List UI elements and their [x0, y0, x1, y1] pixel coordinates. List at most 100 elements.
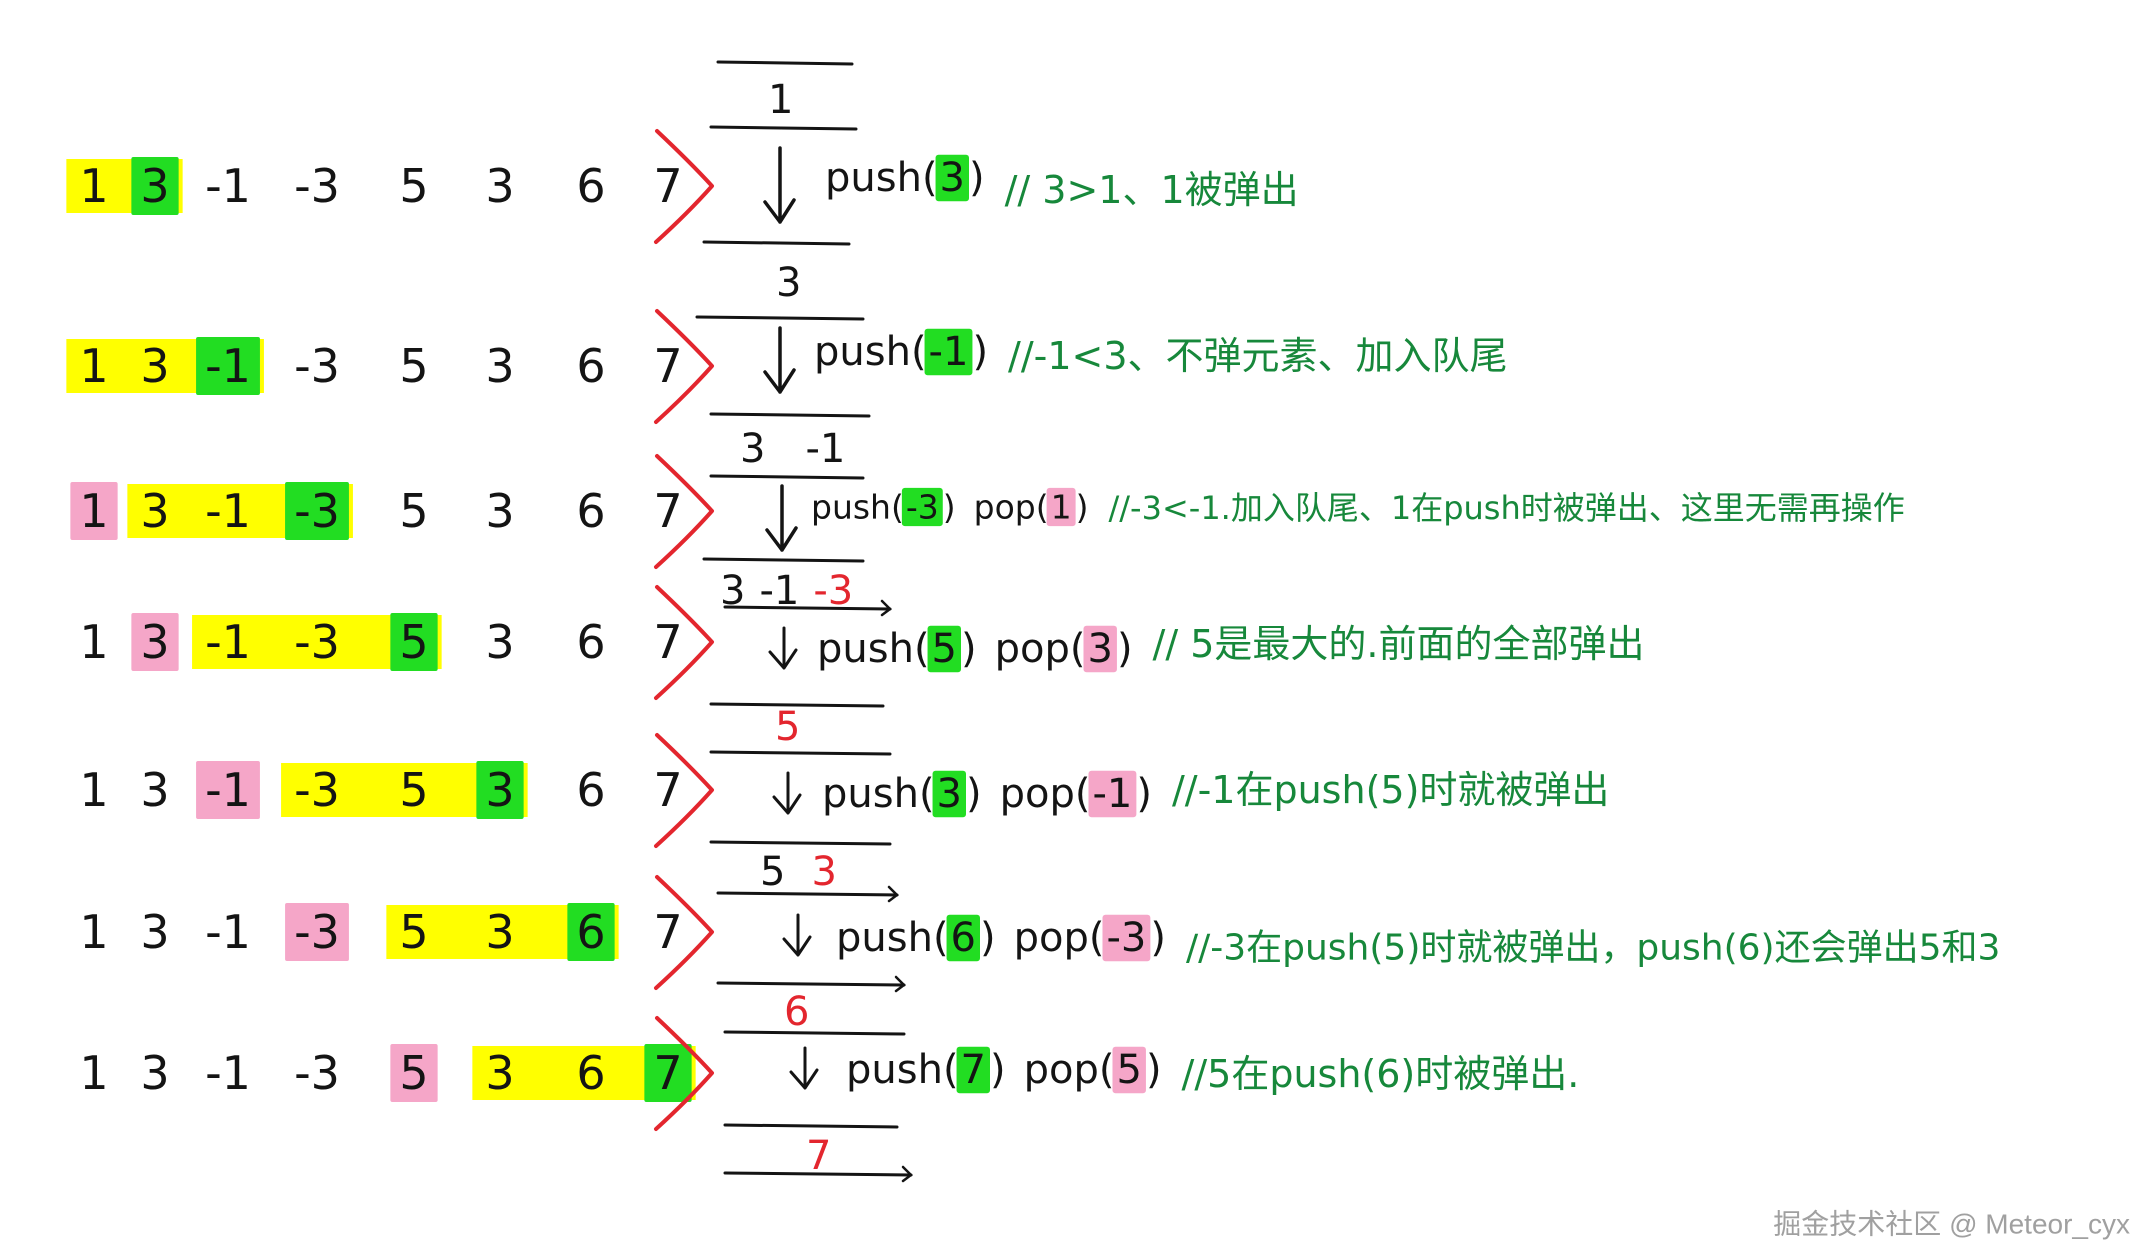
close-paren: ) [969, 155, 985, 201]
sequence-cell: -1 [205, 615, 251, 669]
sequence-cell: 7 [653, 615, 682, 669]
window-bracket [654, 875, 714, 990]
step-comment: // 3>1、1被弹出 [1005, 168, 1299, 212]
step-operations: push(3)pop(-1) [772, 770, 1152, 818]
operation-arg: 7 [961, 1047, 986, 1093]
sequence-cell: -1 [205, 1046, 251, 1100]
arg-highlight [1102, 914, 1151, 962]
popped-highlight [285, 903, 349, 961]
sequence-cell: -3 [294, 905, 340, 959]
arg-highlight [1112, 1046, 1146, 1094]
deque-boundary-line [709, 412, 871, 418]
sequence-cell: 7 [653, 339, 682, 393]
operation-arg: 5 [932, 626, 957, 672]
sequence-cell: -3 [294, 615, 340, 669]
deque-boundary-line [709, 474, 865, 480]
sequence-cell: -1 [205, 484, 251, 538]
arg-highlight [1083, 625, 1117, 673]
operation-arg: 5 [1116, 1047, 1141, 1093]
sequence-cell: -1 [205, 905, 251, 959]
deque-item: -1 [759, 568, 799, 614]
down-arrow-icon [763, 326, 796, 394]
comments-column: // 3>1、1被弹出//-1<3、不弹元素、加入队尾//-3<-1.加入队尾、… [1005, 168, 2001, 1096]
down-arrow-icon [789, 1046, 819, 1090]
line-end-tick [887, 885, 899, 903]
deque-state: 1 [768, 77, 793, 123]
window-bracket [654, 1016, 714, 1131]
deque-boundary-line [702, 240, 851, 246]
operation-name: push [811, 488, 891, 527]
open-paren: ( [922, 155, 938, 201]
popped-highlight [390, 1044, 438, 1102]
sequence-cell: 3 [140, 339, 169, 393]
sequence-cell: -3 [294, 484, 340, 538]
sequence-cell: -3 [294, 339, 340, 393]
sequence-cell: -3 [294, 763, 340, 817]
sequence-cell: 5 [399, 1046, 428, 1100]
sequence-cell: -1 [205, 339, 251, 393]
sequence-cell: 6 [576, 1046, 605, 1100]
close-paren: ) [980, 915, 996, 961]
line-end-tick [894, 975, 906, 993]
sequence-cell: -3 [294, 1046, 340, 1100]
step-comment: //-3<-1.加入队尾、1在push时被弹出、这里无需再操作 [1108, 489, 1904, 527]
close-paren: ) [1150, 915, 1166, 961]
step-operations: push(-1) [763, 326, 988, 394]
sequence-cell: 3 [140, 763, 169, 817]
sequence-cell: 6 [576, 615, 605, 669]
close-paren: ) [961, 626, 977, 672]
deque-item: 6 [784, 989, 809, 1035]
down-arrow-icon [765, 484, 798, 552]
deque-state: 6 [784, 989, 809, 1035]
sequence-cell: 7 [653, 484, 682, 538]
operations-column: push(3)push(-1)push(-3)pop(1)push(5)pop(… [763, 146, 1166, 1094]
sequence-cell: 5 [399, 905, 428, 959]
deque-state: 3-1-3 [720, 568, 853, 614]
operation-name: push [817, 626, 914, 672]
deque-item: 5 [760, 849, 785, 895]
pushed-highlight [196, 337, 260, 395]
sequence-cell: 3 [140, 1046, 169, 1100]
arg-highlight [932, 770, 966, 818]
operation-arg: 3 [1087, 626, 1112, 672]
row-highlights [66, 337, 264, 395]
window-bracket [654, 129, 714, 244]
step-comment: //-1在push(5)时就被弹出 [1172, 768, 1609, 812]
step-operations: push(7)pop(5) [789, 1046, 1162, 1094]
sequence-cell: 1 [79, 339, 108, 393]
watermark: 掘金技术社区 @ Meteor_cyx [1773, 1209, 2130, 1240]
deque-item: -3 [813, 568, 853, 614]
open-paren: ( [1099, 1047, 1115, 1093]
operation-name: pop [995, 626, 1070, 672]
operation-arg: 3 [940, 155, 965, 201]
deque-item: 3 [776, 260, 801, 306]
deque-state: 3 [776, 260, 801, 306]
deque-boundary-line [723, 1171, 913, 1177]
close-paren: ) [1136, 771, 1152, 817]
row-highlights [131, 613, 442, 671]
deque-boundary-line [716, 60, 854, 66]
sequence-cell: 6 [576, 484, 605, 538]
sequence-cell: 5 [399, 484, 428, 538]
sequence-cell: 6 [576, 905, 605, 959]
arg-highlight [1088, 770, 1137, 818]
open-paren: ( [1036, 488, 1049, 527]
popped-highlight [70, 482, 118, 540]
row-highlights [70, 482, 353, 540]
arg-highlight [901, 487, 943, 527]
sequence-cell: 3 [485, 339, 514, 393]
sequence-cell: 7 [653, 905, 682, 959]
window-brackets [654, 129, 714, 1131]
deque-boundary-line [723, 1123, 899, 1129]
window-bracket [654, 309, 714, 424]
deque-boundary-line [709, 702, 885, 708]
sequence-cell: -1 [205, 159, 251, 213]
step-operations: push(5)pop(3) [768, 625, 1133, 673]
sequence-cell: 7 [653, 763, 682, 817]
deque-item: 1 [768, 77, 793, 123]
down-arrow-icon [763, 146, 796, 224]
